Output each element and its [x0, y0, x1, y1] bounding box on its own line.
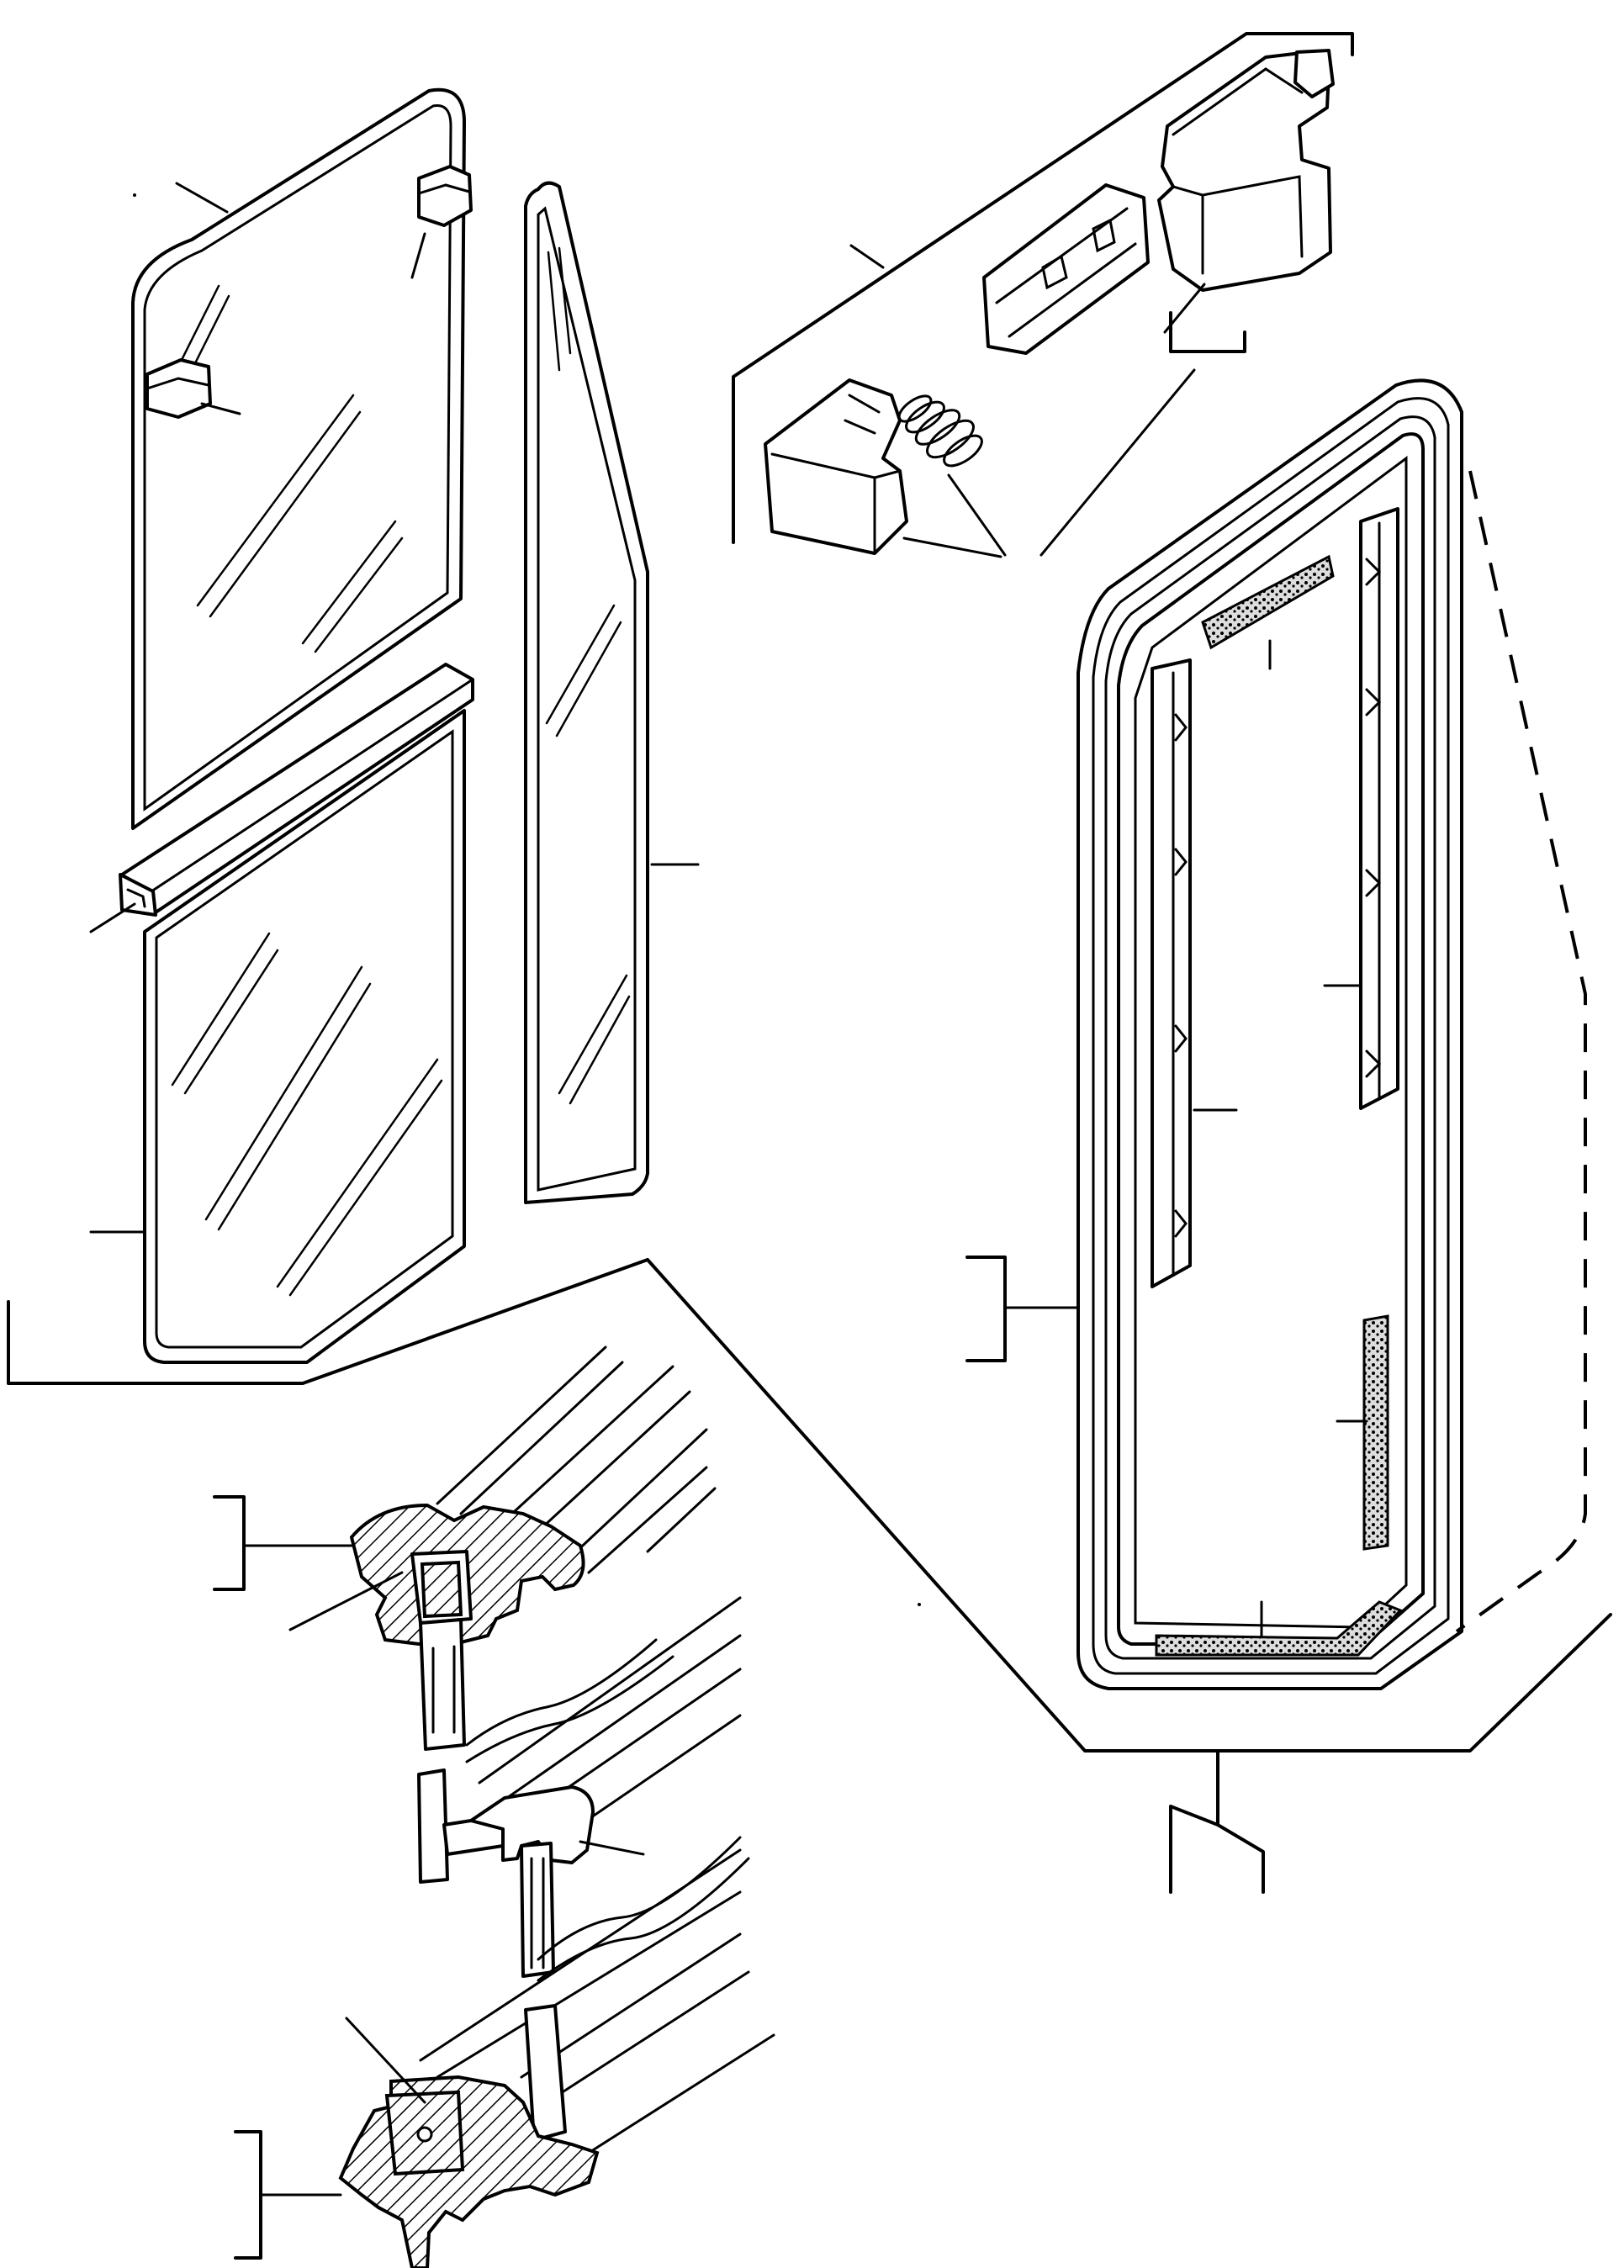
frame-group-bracket [646, 1258, 1612, 1753]
profile-section-middle [417, 1596, 742, 1978]
frame-group-tag [1169, 1805, 1219, 1894]
leader-catch-housing-2 [1039, 368, 1196, 557]
triangular-quarter-glass [524, 181, 649, 1204]
leader-upper-glass [175, 182, 229, 214]
catch-assembly [732, 32, 1354, 558]
door-window-frame [646, 378, 1612, 1894]
frame-seal-strip-right [1362, 1314, 1389, 1551]
frame-phantom-outline [1455, 470, 1587, 1633]
leader-latch-upper [410, 232, 426, 279]
glass-latch-upper [417, 165, 473, 227]
frame-bracket [965, 1256, 1007, 1362]
stray-mark [918, 1603, 921, 1606]
glass-group [7, 87, 700, 1385]
catch-housing [1157, 49, 1335, 292]
inner-guide-rail-left [1151, 658, 1192, 1288]
leader-profile-middle [579, 1840, 645, 1856]
catch-spring [897, 394, 983, 468]
leader-guide-channel [89, 902, 136, 933]
guide-channel [119, 663, 474, 917]
profile-sections [213, 1345, 775, 2268]
inner-guide-rail-right [1359, 507, 1399, 1110]
catch-housing-bracket [1169, 311, 1246, 353]
frame-seal-strip-bottom [1155, 1600, 1403, 1657]
frame-seal-strip-top [1201, 554, 1335, 650]
profile-upper-bracket [213, 1495, 246, 1591]
glass-latch-lower [145, 358, 212, 419]
stray-mark [133, 193, 136, 197]
leader-profile-upper-insert [288, 1571, 404, 1631]
catch-button [764, 378, 908, 555]
leader-latch-lower [200, 402, 241, 415]
profile-lower-bracket [234, 2130, 262, 2260]
glass-group-bracket [7, 1258, 649, 1385]
leader-catch-group [849, 244, 885, 269]
leader-profile-lower-insert [345, 2017, 426, 2104]
profile-section-upper [349, 1345, 717, 1751]
leader-catch-button [902, 537, 1002, 558]
leader-catch-spring [947, 473, 1007, 557]
frame-group-leader [1216, 1749, 1265, 1894]
lower-glass [143, 709, 466, 1364]
profile-section-lower [338, 1848, 775, 2268]
catch-slide-plate [982, 183, 1150, 355]
catch-group-bracket [732, 32, 1354, 544]
